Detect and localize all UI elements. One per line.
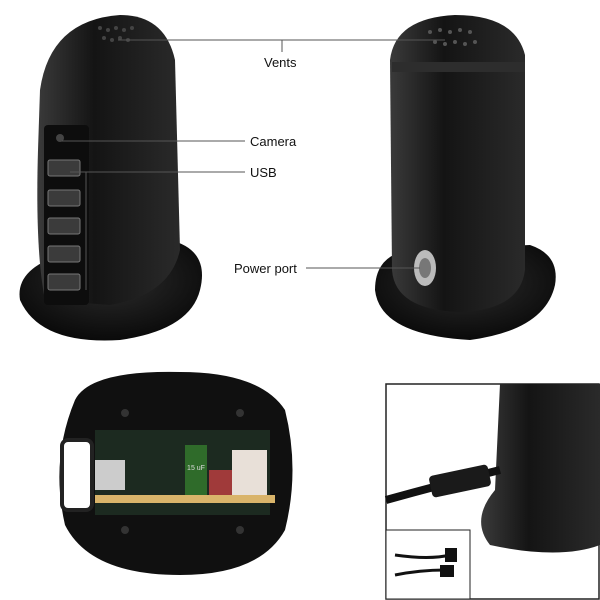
charger-front-view	[19, 15, 202, 341]
vents-label: Vents	[264, 55, 297, 70]
power-port-label: Power port	[234, 261, 297, 276]
usb-ports	[47, 159, 81, 291]
internal-bottom-view: 15 uF	[59, 371, 293, 575]
vent-holes	[98, 26, 134, 42]
charger-back-view	[375, 15, 556, 340]
capacitor	[185, 445, 207, 495]
capacitor-label: 15 uF	[187, 465, 205, 472]
camera-label: Camera	[250, 134, 297, 149]
vent-holes	[428, 28, 477, 46]
usb-label: USB	[250, 165, 277, 180]
usb-port-internal	[95, 460, 125, 490]
plug	[445, 548, 457, 562]
pcb-board	[95, 495, 275, 503]
power-cable-inset	[384, 383, 600, 600]
leader-lines	[62, 39, 445, 290]
camera-lens	[56, 134, 64, 142]
